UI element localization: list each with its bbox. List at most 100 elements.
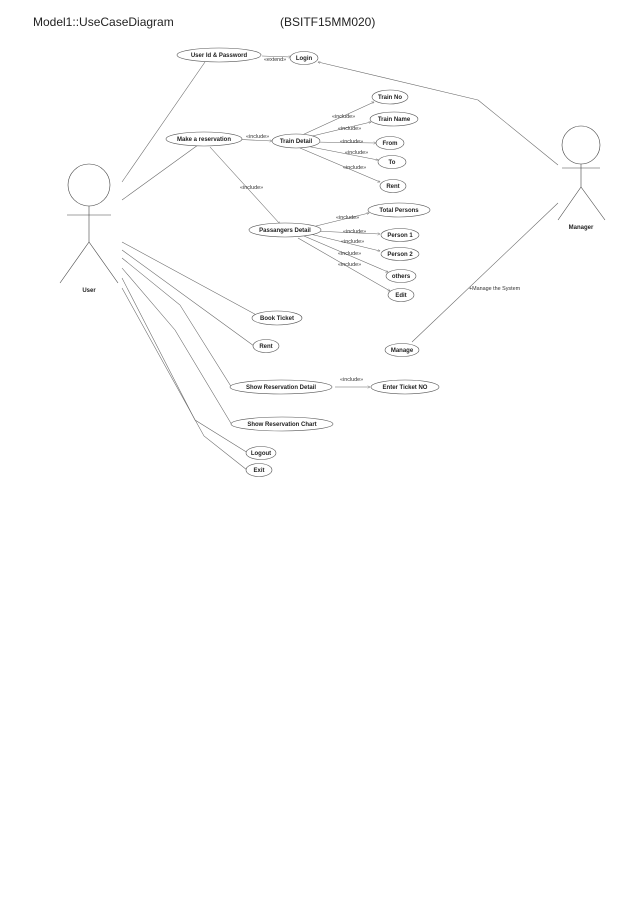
uc-rent-bottom-shape bbox=[252, 339, 280, 353]
uc-logout-shape bbox=[245, 446, 277, 460]
uc-enter-ticket-no[interactable]: Enter Ticket NO bbox=[370, 379, 440, 395]
uc-exit[interactable]: Exit bbox=[245, 463, 273, 477]
uc-manage-shape bbox=[384, 343, 420, 357]
extend-line bbox=[261, 56, 291, 57]
uc-train-detail[interactable]: Train Detail bbox=[271, 133, 321, 149]
include-make-passengers bbox=[209, 146, 280, 224]
uc-person-2[interactable]: Person 2 bbox=[380, 247, 420, 261]
include-from bbox=[311, 142, 376, 143]
include-label-total-persons: «include» bbox=[336, 215, 359, 221]
assoc-user-show-detail bbox=[121, 257, 233, 389]
user-head bbox=[67, 163, 111, 207]
user-label: User bbox=[82, 288, 96, 294]
uc-from[interactable]: From bbox=[375, 136, 405, 150]
arrow-manager-to-login bbox=[318, 62, 479, 101]
include-label-train-name: «include» bbox=[338, 126, 361, 132]
uc-login[interactable]: Login bbox=[289, 51, 319, 65]
uc-logout-label: Logout bbox=[251, 451, 271, 457]
user-leg-right bbox=[88, 241, 119, 284]
uc-show-reservation-chart-label: Show Reservation Chart bbox=[247, 422, 316, 428]
assoc-manager-manage bbox=[411, 202, 559, 343]
uc-train-detail-label: Train Detail bbox=[280, 139, 313, 145]
uc-person-2-label: Person 2 bbox=[387, 252, 413, 258]
include-total-persons bbox=[311, 213, 369, 228]
diagram-title: Model1::UseCaseDiagram bbox=[33, 15, 174, 29]
uc-exit-label: Exit bbox=[253, 468, 264, 474]
include-label-from: «include» bbox=[340, 139, 363, 145]
uc-make-reservation-label: Make a reservation bbox=[177, 137, 231, 143]
uc-rent-top-label: Rent bbox=[386, 184, 399, 190]
uc-person-1[interactable]: Person 1 bbox=[380, 228, 420, 242]
include-label-enter-ticket: «include» bbox=[340, 377, 363, 383]
include-label-make-passengers: «include» bbox=[240, 185, 263, 191]
uc-make-reservation-shape bbox=[165, 131, 243, 147]
uc-passengers-detail[interactable]: Passangers Detail bbox=[248, 222, 322, 238]
include-label-make-train: «include» bbox=[246, 134, 269, 140]
uc-from-shape bbox=[375, 136, 405, 150]
manager-label: Manager bbox=[569, 225, 594, 231]
diagram-header: Model1::UseCaseDiagram (BSITF15MM020) bbox=[0, 0, 638, 40]
uc-person-1-label: Person 1 bbox=[387, 233, 413, 239]
uc-show-reservation-detail-shape bbox=[229, 379, 333, 395]
include-person-1 bbox=[313, 230, 380, 234]
uc-user-id-password-shape bbox=[176, 47, 262, 63]
uc-total-persons[interactable]: Total Persons bbox=[367, 202, 431, 218]
uc-rent-bottom[interactable]: Rent bbox=[252, 339, 280, 353]
uc-to[interactable]: To bbox=[377, 155, 407, 169]
include-label-edit: «include» bbox=[338, 262, 361, 268]
assoc-user-logout bbox=[121, 277, 249, 454]
uc-train-name[interactable]: Train Name bbox=[369, 111, 419, 127]
uc-train-no-shape bbox=[371, 89, 409, 105]
uc-manage-label: Manage bbox=[391, 348, 414, 354]
uc-edit[interactable]: Edit bbox=[387, 288, 415, 302]
uc-book-ticket[interactable]: Book Ticket bbox=[251, 310, 303, 326]
uc-enter-ticket-no-shape bbox=[370, 379, 440, 395]
stereotype-labels: «extend» «include» «include» «include» «… bbox=[240, 57, 521, 383]
actor-manager[interactable]: Manager bbox=[557, 125, 606, 231]
uc-others-shape bbox=[385, 269, 417, 283]
assoc-user-show-chart bbox=[121, 267, 233, 426]
uc-person-1-shape bbox=[380, 228, 420, 242]
include-person-2 bbox=[309, 233, 380, 251]
uc-show-reservation-chart-shape bbox=[230, 416, 334, 432]
uc-edit-label: Edit bbox=[395, 293, 406, 299]
uc-edit-shape bbox=[387, 288, 415, 302]
uc-exit-shape bbox=[245, 463, 273, 477]
include-to bbox=[305, 145, 378, 160]
include-label-person-2: «include» bbox=[341, 239, 364, 245]
assoc-manager-login bbox=[477, 99, 559, 166]
assoc-user-userid bbox=[121, 61, 206, 183]
include-label-rent: «include» bbox=[343, 165, 366, 171]
uc-login-label: Login bbox=[296, 56, 313, 62]
uc-train-no[interactable]: Train No bbox=[371, 89, 409, 105]
user-leg-left bbox=[59, 241, 90, 284]
assoc-user-exit bbox=[121, 287, 248, 471]
uc-train-no-label: Train No bbox=[378, 95, 402, 101]
uc-logout[interactable]: Logout bbox=[245, 446, 277, 460]
uc-show-reservation-detail[interactable]: Show Reservation Detail bbox=[229, 379, 333, 395]
uc-book-ticket-shape bbox=[251, 310, 303, 326]
include-edit bbox=[297, 237, 390, 291]
uc-manage[interactable]: Manage bbox=[384, 343, 420, 357]
uc-total-persons-label: Total Persons bbox=[379, 208, 419, 214]
uc-show-reservation-chart[interactable]: Show Reservation Chart bbox=[230, 416, 334, 432]
include-train-no bbox=[299, 102, 374, 137]
associations bbox=[121, 61, 559, 471]
include-rent-top bbox=[299, 147, 380, 182]
manager-leg-left bbox=[557, 186, 582, 221]
assoc-user-rent bbox=[121, 249, 255, 347]
uc-show-reservation-detail-label: Show Reservation Detail bbox=[246, 385, 316, 391]
uc-others[interactable]: others bbox=[385, 269, 417, 283]
assoc-user-make-reservation bbox=[121, 144, 199, 201]
student-id: (BSITF15MM020) bbox=[280, 15, 376, 29]
uc-rent-bottom-label: Rent bbox=[259, 344, 272, 350]
uc-make-reservation[interactable]: Make a reservation bbox=[165, 131, 243, 147]
uc-total-persons-shape bbox=[367, 202, 431, 218]
uc-train-name-label: Train Name bbox=[378, 117, 411, 123]
actor-user[interactable]: User bbox=[59, 163, 119, 294]
uc-user-id-password[interactable]: User Id & Password bbox=[176, 47, 262, 63]
include-train-name bbox=[303, 122, 371, 139]
uc-rent-top[interactable]: Rent bbox=[379, 179, 407, 193]
uc-login-shape bbox=[289, 51, 319, 65]
